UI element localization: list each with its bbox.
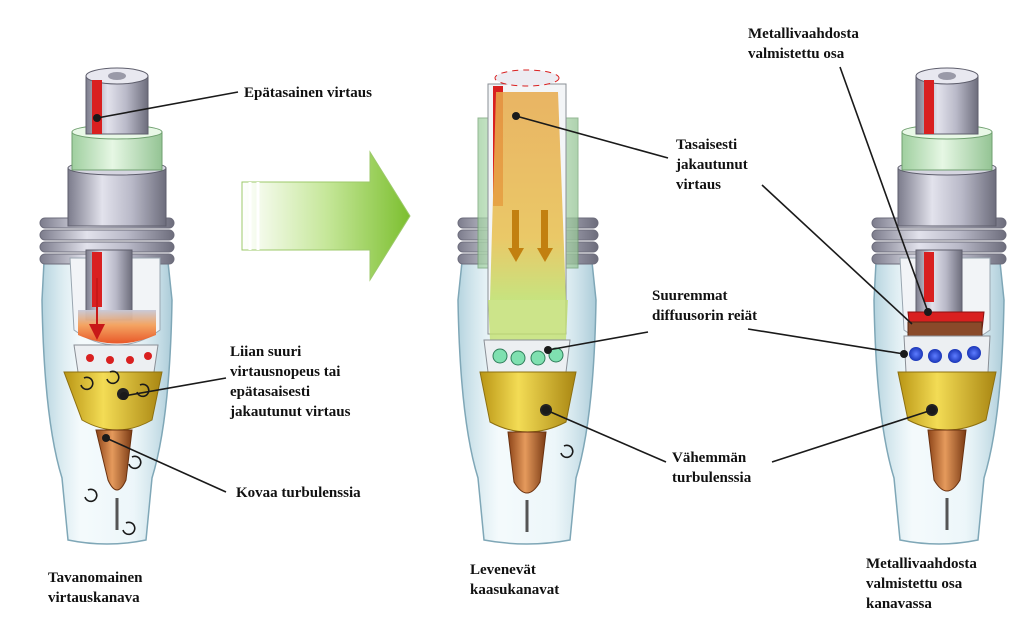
collar bbox=[897, 167, 997, 227]
label-even-flow: Tasaisesti jakautunut virtaus bbox=[676, 137, 748, 193]
torch-conventional bbox=[39, 67, 175, 545]
heat-zone bbox=[78, 310, 156, 344]
transition-arrow bbox=[241, 150, 411, 282]
torch-metal-foam bbox=[871, 67, 1007, 545]
caption-widening-channels: Levenevät kaasukanavat bbox=[470, 562, 560, 598]
caption-metal-foam: Metallivaahdosta valmistettu osa kanavas… bbox=[866, 556, 977, 612]
label-larger-holes: Suuremmat diffuusorin reiät bbox=[652, 288, 758, 324]
label-metal-foam-part: Metallivaahdosta valmistettu osa bbox=[748, 26, 859, 62]
label-less-turbulence: Vähemmän turbulenssia bbox=[672, 450, 752, 486]
label-excess-velocity: Liian suuri virtausnopeus tai epätasaise… bbox=[230, 344, 351, 420]
flow-channel bbox=[924, 80, 934, 134]
label-strong-turbulence: Kovaa turbulenssia bbox=[236, 485, 361, 501]
even-flow-zone bbox=[490, 92, 566, 300]
caption-conventional: Tavanomainen virtauskanava bbox=[48, 570, 143, 606]
torch-widening-channels bbox=[457, 69, 599, 545]
collar bbox=[67, 167, 167, 227]
gas-diffuser bbox=[897, 371, 997, 431]
contact-tip bbox=[927, 429, 967, 492]
label-uneven-flow: Epätasainen virtaus bbox=[244, 85, 372, 101]
gas-diffuser bbox=[479, 371, 577, 433]
contact-tip bbox=[507, 431, 547, 494]
turbulence-swirls bbox=[80, 370, 150, 536]
metal-foam-part bbox=[907, 321, 983, 337]
flow-channel bbox=[92, 80, 102, 134]
leader-lines bbox=[96, 66, 933, 493]
leader-dots bbox=[93, 112, 936, 442]
turbulence-swirls bbox=[560, 444, 574, 459]
